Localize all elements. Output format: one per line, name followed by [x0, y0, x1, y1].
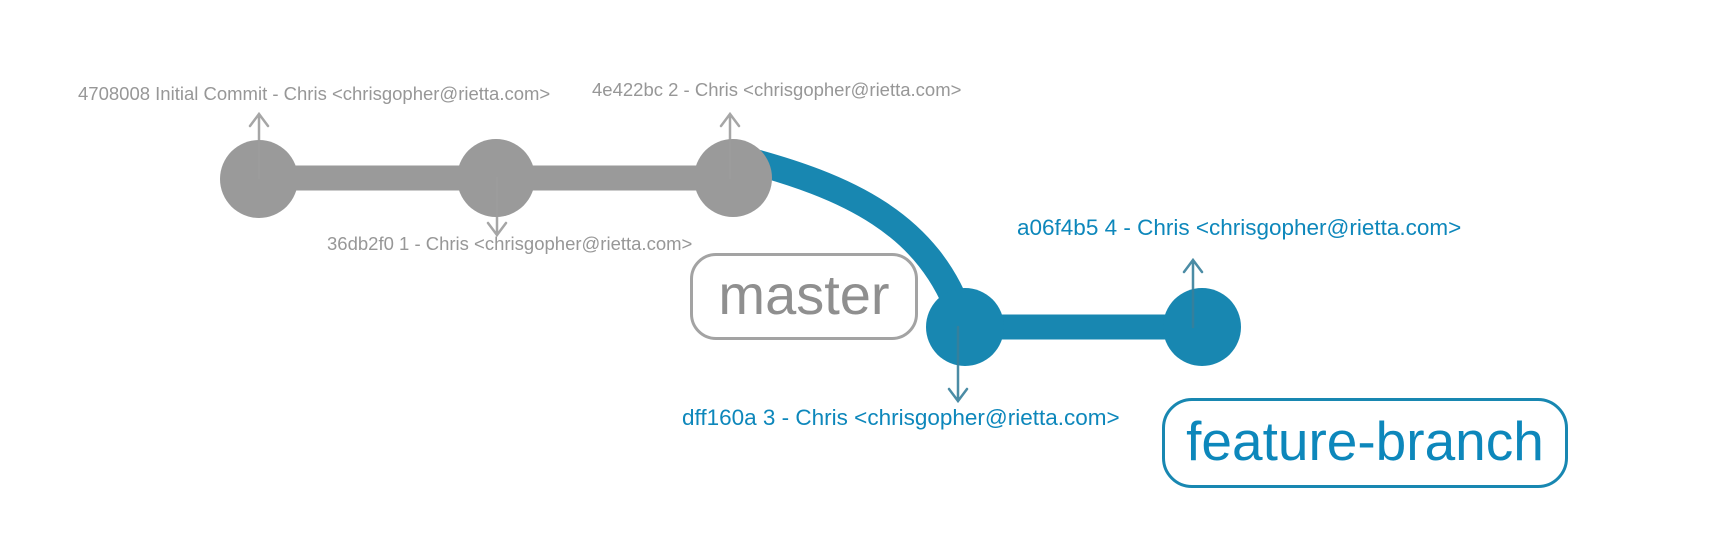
commit-label-36db2f0: 36db2f0 1 - Chris <chrisgopher@rietta.co…: [327, 233, 693, 254]
commit-node-dff160a: [926, 288, 1004, 366]
feature-branch-curve: [727, 145, 975, 333]
arrow-up-icon: [248, 111, 270, 180]
commit-node-a06f4b5: [1163, 288, 1241, 366]
branch-badge-feature-branch: feature-branch: [1162, 398, 1568, 488]
branch-badge-master: master: [690, 253, 918, 340]
arrow-up-icon: [719, 111, 741, 180]
branch-badge-master-label: master: [718, 263, 890, 326]
commit-label-4708008: 4708008 Initial Commit - Chris <chrisgop…: [78, 83, 551, 104]
commit-node-4e422bc: [694, 139, 772, 217]
arrow-down-icon: [486, 176, 508, 238]
arrow-up-icon: [1182, 257, 1204, 329]
branch-badge-feature-branch-label: feature-branch: [1186, 410, 1544, 472]
arrow-down-icon: [947, 325, 969, 404]
commit-label-4e422bc: 4e422bc 2 - Chris <chrisgopher@rietta.co…: [592, 79, 962, 100]
commit-label-dff160a: dff160a 3 - Chris <chrisgopher@rietta.co…: [682, 405, 1120, 430]
commit-label-a06f4b5: a06f4b5 4 - Chris <chrisgopher@rietta.co…: [1017, 215, 1462, 240]
